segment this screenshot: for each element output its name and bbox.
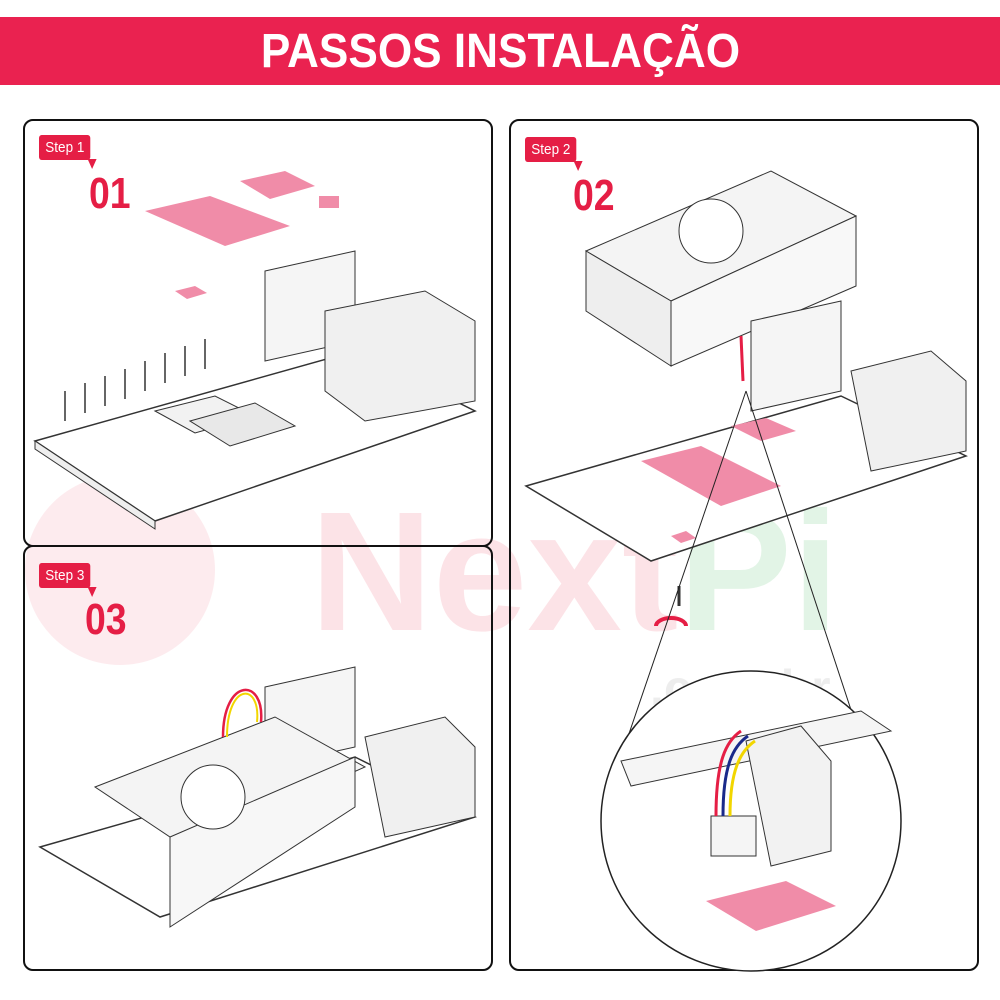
heatsink-mounting-illustration xyxy=(524,170,968,972)
thermal-pad-small xyxy=(319,196,339,208)
step-1-tag: Step 1 xyxy=(39,135,97,169)
thermal-pad-medium xyxy=(240,171,315,199)
board-with-heatsink-installed-illustration xyxy=(38,666,477,928)
step-2-panel: Step 2 02 xyxy=(509,119,979,972)
fan-connector xyxy=(710,815,757,857)
step-1-panel: Step 1 01 xyxy=(23,119,493,547)
thermal-pad-detail xyxy=(706,881,836,931)
step-3-number: 03 xyxy=(85,595,127,644)
step-2-tag: Step 2 xyxy=(525,137,583,171)
fan-icon xyxy=(678,198,744,264)
fan-cable xyxy=(221,688,263,738)
thermal-pad-tiny xyxy=(175,286,207,299)
fan-icon xyxy=(180,764,246,830)
step-2-number: 02 xyxy=(573,171,615,220)
header-banner: PASSOS INSTALAÇÃO xyxy=(0,17,1000,85)
step-3-tag: Step 3 xyxy=(39,563,97,597)
thermal-pad-large xyxy=(145,196,290,246)
page-title: PASSOS INSTALAÇÃO xyxy=(260,24,740,78)
board-with-thermal-pads-illustration xyxy=(33,171,477,530)
step-1-number: 01 xyxy=(89,169,131,218)
rotate-icon xyxy=(654,616,688,627)
step-3-panel: Step 3 03 xyxy=(23,545,493,971)
